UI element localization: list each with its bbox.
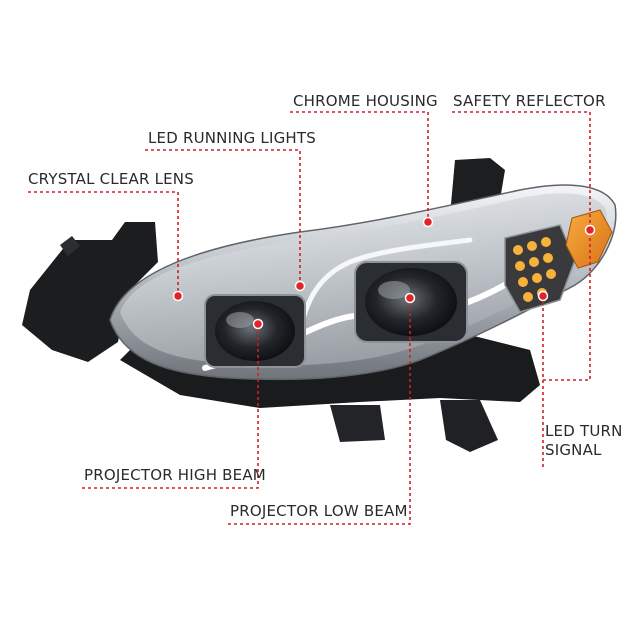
marker-dot xyxy=(252,318,264,330)
lower-adjuster xyxy=(440,400,498,452)
label-projector-low-beam: PROJECTOR LOW BEAM xyxy=(230,502,408,520)
marker-dot xyxy=(584,224,596,236)
bottom-adjuster xyxy=(330,405,385,442)
led-dot xyxy=(527,241,537,251)
led-dot xyxy=(546,269,556,279)
led-dot xyxy=(532,273,542,283)
led-dot xyxy=(541,237,551,247)
leader-lines xyxy=(28,111,591,525)
led-running-light-tube-upper xyxy=(297,237,473,338)
callout-markers xyxy=(172,216,596,330)
high-beam-highlight xyxy=(226,312,254,328)
amber-safety-reflector xyxy=(565,209,613,269)
marker-dot xyxy=(537,290,549,302)
leader-projector-low-beam xyxy=(228,298,411,525)
marker-dot xyxy=(172,290,184,302)
label-chrome-housing: CHROME HOUSING xyxy=(293,92,438,110)
label-safety-reflector: SAFETY REFLECTOR xyxy=(453,92,606,110)
leader-projector-high-beam xyxy=(82,324,259,489)
led-dot xyxy=(529,257,539,267)
leader-safety-reflector xyxy=(452,111,591,381)
led-dot xyxy=(523,292,533,302)
label-projector-high-beam: PROJECTOR HIGH BEAM xyxy=(84,466,266,484)
leader-chrome-housing xyxy=(290,111,429,222)
led-dot xyxy=(543,253,553,263)
label-crystal-clear-lens: CRYSTAL CLEAR LENS xyxy=(28,170,194,188)
left-mount-bracket xyxy=(22,222,158,362)
label-led-running-lights: LED RUNNING LIGHTS xyxy=(148,129,316,147)
leader-crystal-clear-lens xyxy=(28,191,179,296)
marker-dot xyxy=(294,280,306,292)
low-beam-highlight xyxy=(378,281,410,299)
led-dot xyxy=(515,261,525,271)
marker-dot xyxy=(422,216,434,228)
high-beam-lens xyxy=(215,301,295,361)
marker-dot xyxy=(404,292,416,304)
left-mount-tab xyxy=(60,236,80,256)
turn-signal-housing xyxy=(504,224,576,313)
led-dot xyxy=(513,245,523,255)
led-dot xyxy=(518,277,528,287)
label-led-turn-signal: LED TURN SIGNAL xyxy=(545,422,623,459)
projector-high-beam-unit xyxy=(204,294,306,368)
